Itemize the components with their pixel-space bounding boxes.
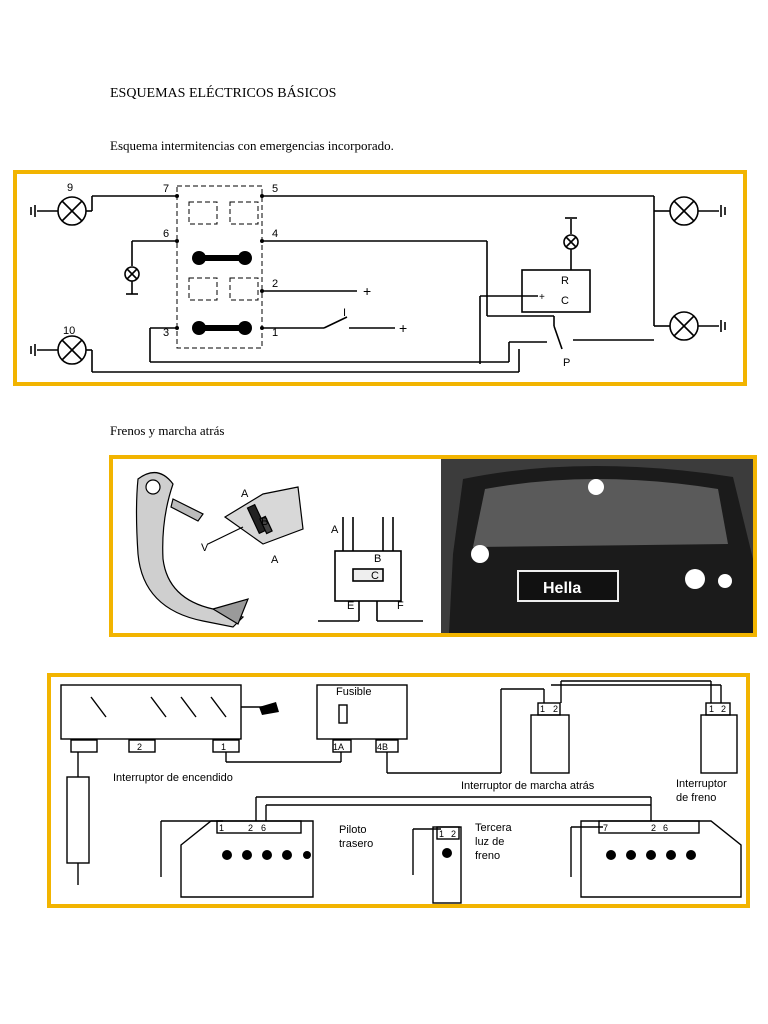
left-lamp-terminal-6: 6: [261, 823, 266, 833]
brakes-illustration: A B A V A B C E F Hella: [109, 455, 757, 637]
third-brake-label-line1: Tercera: [475, 822, 513, 834]
third-light-terminal-1: 1: [439, 829, 444, 839]
pedal-label-a-bottom: A: [271, 554, 279, 566]
plus-sign-switch: +: [399, 320, 407, 336]
pedal-label-b: B: [261, 516, 268, 528]
fuse-terminal-4b: 4B: [377, 742, 388, 752]
fuse-label: Fusible: [336, 686, 371, 698]
right-lamp-terminal-7: 7: [603, 823, 608, 833]
terminal-1: 1: [272, 327, 278, 339]
lamp-label-9: 9: [67, 182, 73, 194]
fuse-terminal-1a: 1A: [333, 742, 344, 752]
terminal-6: 6: [163, 228, 169, 240]
reverse-switch-terminal-1: 1: [540, 704, 545, 714]
switch-label-b: B: [374, 553, 381, 565]
license-plate: Hella: [543, 580, 581, 597]
terminal-5: 5: [272, 183, 278, 195]
reverse-switch-terminal-2: 2: [553, 704, 558, 714]
plus-sign-terminal-2: +: [363, 283, 371, 299]
switch-label-e: E: [347, 600, 354, 612]
left-lamp-terminal-1: 1: [219, 823, 224, 833]
rear-lamp-label-line2: trasero: [339, 838, 373, 850]
section-title-brakes: Frenos y marcha atrás: [110, 423, 225, 438]
brakes-illustration-art: A B A V A B C E F Hella: [135, 459, 753, 633]
brake-reverse-schematic: Fusible 1A 4B 2 1 Interruptor de encendi…: [60, 680, 742, 904]
terminal-4: 4: [272, 228, 278, 240]
relay-label-r: R: [561, 275, 569, 287]
brake-reverse-wiring-diagram: Fusible 1A 4B 2 1 Interruptor de encendi…: [47, 673, 750, 908]
terminal-2: 2: [272, 278, 278, 290]
switch-label-a: A: [331, 524, 339, 536]
reverse-switch-label: Interruptor de marcha atrás: [461, 780, 595, 792]
left-lamp-terminal-2: 2: [248, 823, 253, 833]
right-lamp-terminal-6: 6: [663, 823, 668, 833]
brake-switch-label-line2: de freno: [676, 792, 716, 804]
relay-label-p: P: [563, 357, 570, 369]
terminal-7: 7: [163, 183, 169, 195]
brake-switch-terminal-2: 2: [721, 704, 726, 714]
hazard-flasher-schematic: 9 10 7 5 6 4 2 3 1 R C P + + + I: [30, 182, 726, 373]
third-light-terminal-2: 2: [451, 829, 456, 839]
pedal-label-v: V: [201, 542, 209, 554]
switch-label: I: [343, 307, 346, 319]
relay-label-c: C: [561, 295, 569, 307]
rear-lamp-label-line1: Piloto: [339, 824, 367, 836]
switch-label-c: C: [371, 570, 379, 582]
ignition-terminal-2: 2: [137, 742, 142, 752]
brake-switch-terminal-1: 1: [709, 704, 714, 714]
hazard-flasher-diagram: 9 10 7 5 6 4 2 3 1 R C P + + + I: [13, 170, 747, 386]
plus-sign-relay: +: [539, 292, 545, 303]
switch-label-f: F: [397, 600, 404, 612]
right-lamp-terminal-2: 2: [651, 823, 656, 833]
section-title-hazard: Esquema intermitencias con emergencias i…: [110, 138, 394, 153]
brake-switch-label-line1: Interruptor: [676, 778, 727, 790]
pedal-label-a-top: A: [241, 488, 249, 500]
third-brake-label-line2: luz de: [475, 836, 504, 848]
terminal-3: 3: [163, 327, 169, 339]
third-brake-label-line3: freno: [475, 850, 500, 862]
page-title: ESQUEMAS ELÉCTRICOS BÁSICOS: [110, 86, 337, 101]
ignition-switch-label: Interruptor de encendido: [113, 772, 233, 784]
lamp-label-10: 10: [63, 325, 75, 337]
ignition-terminal-1: 1: [221, 742, 226, 752]
